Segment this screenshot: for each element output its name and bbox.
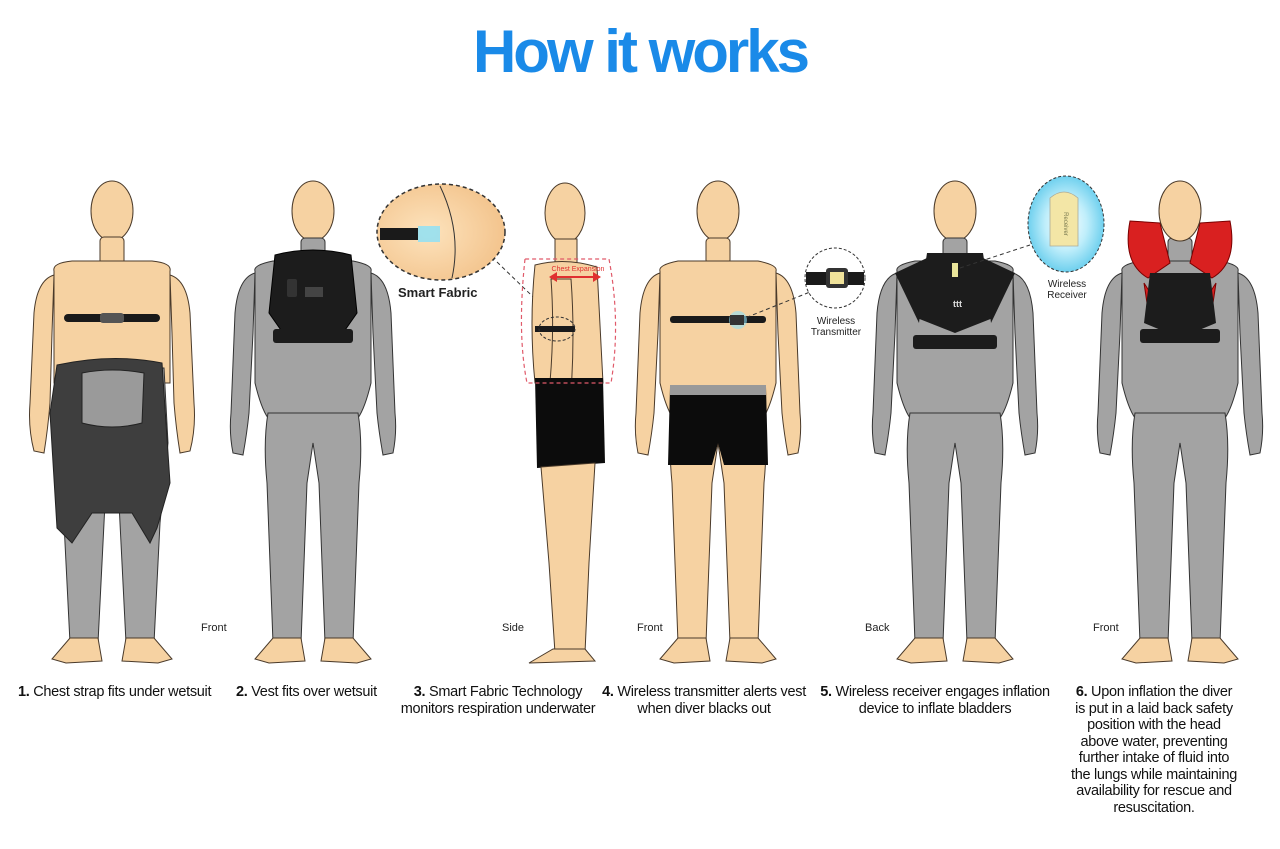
page-title: How it works xyxy=(472,18,810,85)
receiver-zoom xyxy=(959,175,1105,273)
wireless-transmitter-label: Wireless Transmitter xyxy=(810,316,862,338)
view-label-front-4: Front xyxy=(637,622,663,634)
view-label-side: Side xyxy=(502,622,525,634)
view-label-front-1: Front xyxy=(201,622,227,634)
step-2-caption: 2. Vest fits over wetsuit xyxy=(236,684,377,700)
smart-fabric-zoom xyxy=(376,183,556,319)
step-5-caption: 5. Wireless receiver engages inflation d… xyxy=(820,684,1050,717)
figure-2 xyxy=(229,180,397,664)
chest-expansion-label: Chest Expansion xyxy=(552,266,605,273)
wireless-receiver-label: Wireless Receiver xyxy=(1047,279,1087,301)
view-label-front-6: Front xyxy=(1093,622,1119,634)
view-label-back: Back xyxy=(865,622,890,634)
figure-1 xyxy=(29,180,195,664)
smart-fabric-label: Smart Fabric xyxy=(398,285,478,300)
receiver-chip-label: Receiver xyxy=(1062,212,1068,236)
figure-4 xyxy=(634,180,802,664)
figure-3 xyxy=(520,182,617,664)
step-1-caption: 1. Chest strap fits under wetsuit xyxy=(18,684,212,700)
step-3-caption: 3. Smart Fabric Technology monitors resp… xyxy=(400,684,596,717)
step-6-caption: 6. Upon inflation the diver is put in a … xyxy=(1070,684,1237,816)
figure-5: ttt xyxy=(871,180,1039,664)
figure-6 xyxy=(1096,180,1264,664)
svg-text:ttt: ttt xyxy=(953,299,962,309)
step-4-caption: 4. Wireless transmitter alerts vest when… xyxy=(602,684,806,717)
transmitter-zoom xyxy=(739,247,866,321)
